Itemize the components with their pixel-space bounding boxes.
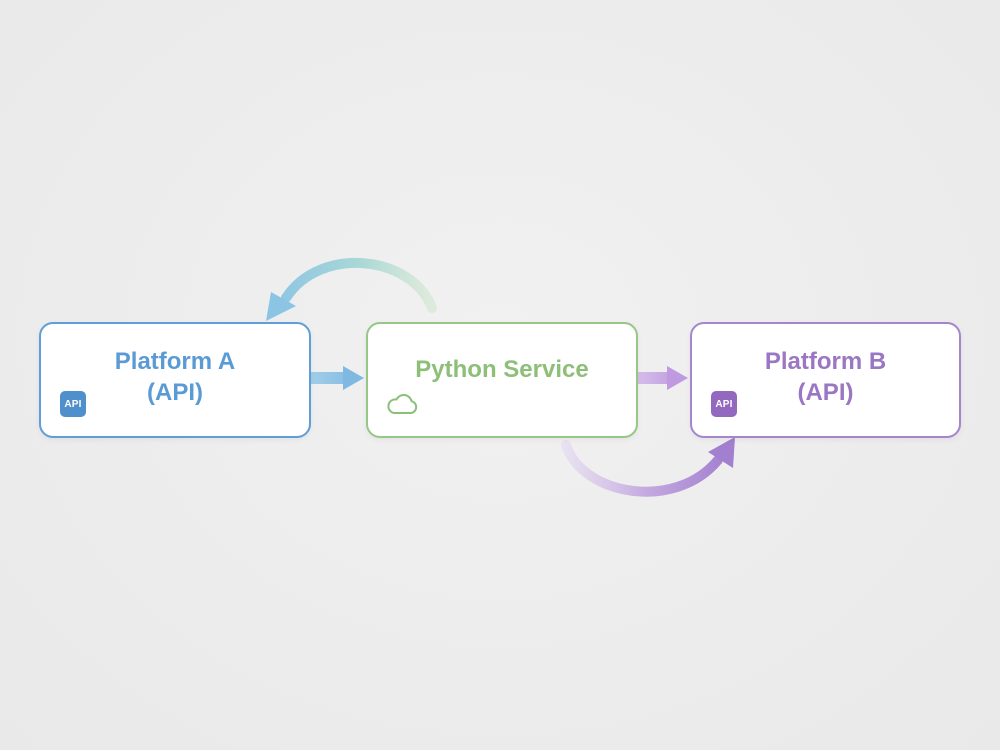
curved-arrow-service-to-b-head bbox=[708, 437, 735, 468]
node-python-service-label: Python Service bbox=[415, 356, 589, 383]
node-python-service: Python Service bbox=[366, 322, 638, 438]
cloud-icon bbox=[387, 393, 418, 414]
node-platform-a-label: Platform A (API) bbox=[114, 348, 236, 406]
curved-arrow-service-to-b bbox=[561, 440, 723, 497]
arrow-service-to-b-shaft bbox=[638, 372, 669, 384]
arrow-a-to-service-shaft bbox=[311, 372, 345, 384]
node-platform-a: API Platform A (API) bbox=[39, 322, 311, 438]
api-badge-icon: API bbox=[711, 391, 737, 417]
curved-arrow-service-to-a-head bbox=[266, 292, 296, 321]
arrow-service-to-b-head bbox=[667, 366, 688, 390]
curved-arrow-service-to-a bbox=[281, 257, 437, 313]
node-platform-b-label: Platform B (API) bbox=[764, 348, 887, 406]
arrow-a-to-service-head bbox=[343, 366, 364, 390]
node-platform-b: API Platform B (API) bbox=[690, 322, 961, 438]
api-badge-icon: API bbox=[60, 391, 86, 417]
